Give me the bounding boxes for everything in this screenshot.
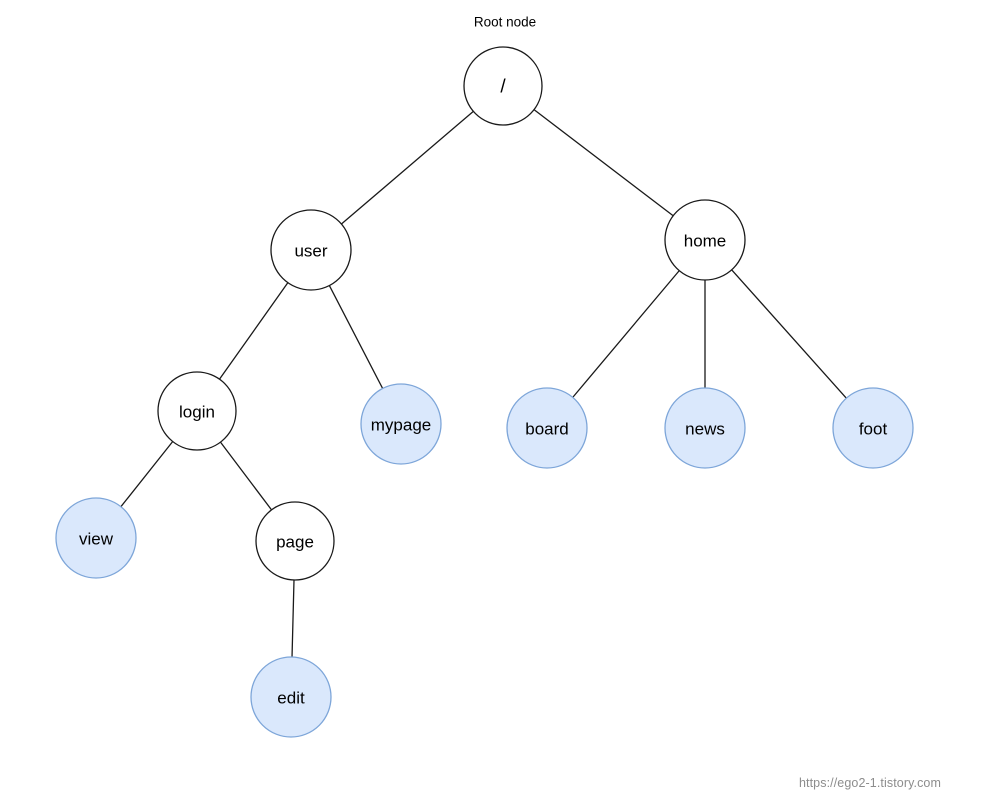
tree-node-news[interactable]: news [664,387,746,469]
node-label-home: home [684,232,727,251]
tree-node-mypage[interactable]: mypage [360,383,442,465]
node-circle-mypage[interactable] [360,383,442,465]
node-circle-login[interactable] [157,371,237,451]
node-label-login: login [179,403,215,422]
node-circle-page[interactable] [255,501,335,581]
node-label-page: page [276,533,314,552]
edge-home-to-board [572,269,680,399]
edge-user-to-login [218,281,289,380]
tree-node-foot[interactable]: foot [832,387,914,469]
node-label-user: user [294,242,327,261]
node-circle-view[interactable] [55,497,137,579]
nodes-layer: / user home login mypage board news foot view pag… [55,46,914,738]
node-circle-foot[interactable] [832,387,914,469]
node-label-mypage: mypage [371,416,431,435]
edges-layer [120,108,847,658]
tree-node-login[interactable]: login [157,371,237,451]
node-label-edit: edit [277,689,305,708]
tree-node-edit[interactable]: edit [250,656,332,738]
node-circle-edit[interactable] [250,656,332,738]
edge-page-to-edit [291,579,295,658]
node-label-news: news [685,420,725,439]
root-node-annotation-label: Root node [474,15,536,30]
node-label-view: view [79,530,114,549]
tree-node-root[interactable]: / [463,46,543,126]
node-circle-board[interactable] [506,387,588,469]
node-label-root: / [500,77,506,98]
tree-node-view[interactable]: view [55,497,137,579]
tree-node-home[interactable]: home [664,199,746,281]
node-label-foot: foot [859,420,888,439]
edge-login-to-page [219,441,273,511]
edge-root-to-user [340,110,474,225]
node-circle-root[interactable] [463,46,543,126]
node-circle-user[interactable] [270,209,352,291]
edge-root-to-home [533,108,674,217]
node-circle-news[interactable] [664,387,746,469]
node-circle-home[interactable] [664,199,746,281]
node-label-board: board [525,420,568,439]
tree-node-user[interactable]: user [270,209,352,291]
edge-login-to-view [120,440,174,508]
tree-node-board[interactable]: board [506,387,588,469]
watermark-url: https://ego2-1.tistory.com [798,776,941,790]
tree-node-page[interactable]: page [255,501,335,581]
edge-home-to-foot [731,269,847,399]
edge-user-to-mypage [328,284,384,390]
